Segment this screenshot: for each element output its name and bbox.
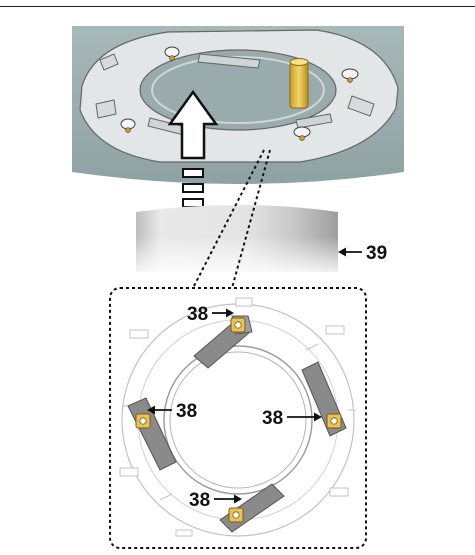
header-rule [0,6,475,7]
cylinder-part [136,205,338,272]
callout-38-bottom-label: 38 [189,490,210,511]
callout-38-bottom: 38 [189,490,242,511]
clip-left [127,397,177,471]
callout-38-right-label: 38 [262,408,283,429]
clip-top [193,315,253,369]
callout-38-top: 38 [187,304,234,325]
callout-38-right: 38 [262,408,322,429]
callout-39-label: 39 [366,243,387,264]
callout-38-top-label: 38 [187,304,208,325]
mounting-plate [79,29,399,163]
callout-38-left-label: 38 [176,401,197,422]
clip-right [301,361,347,437]
clip-bottom [219,483,285,533]
callout-39: 39 [338,243,387,264]
callout-38-left: 38 [147,401,197,422]
zoom-leader [192,149,271,289]
